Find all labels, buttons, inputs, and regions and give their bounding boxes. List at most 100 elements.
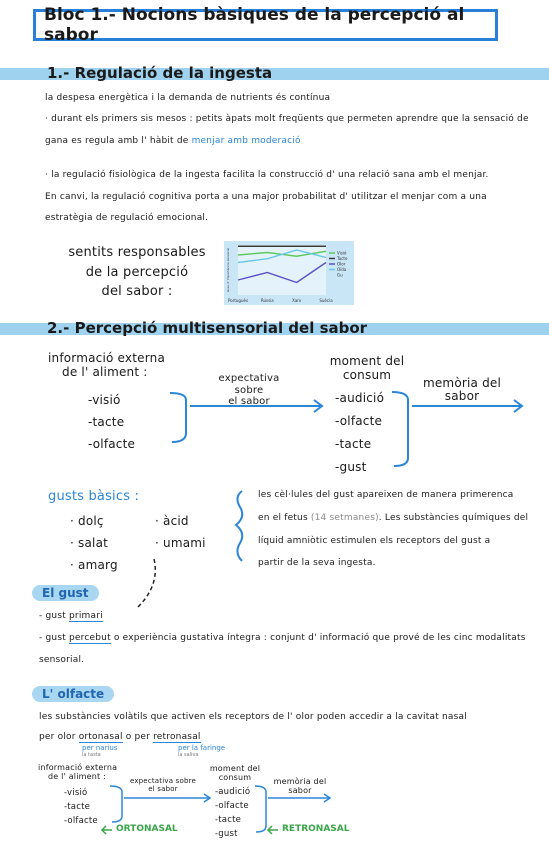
- section1-band: [0, 68, 549, 80]
- mini-external: informació externa de l' aliment :: [38, 763, 117, 782]
- mini-external-2: de l' aliment :: [48, 771, 107, 781]
- mini-external-item-2: -tacte: [64, 802, 91, 812]
- s1-line5: En canvi, la regulació cognitiva porta a…: [45, 192, 487, 202]
- mini-consumption-item-2: -olfacte: [215, 801, 249, 811]
- ortho-note-text: per narius: [82, 744, 118, 752]
- olfacte-pill: L' olfacte: [32, 686, 115, 702]
- gust-line2-prefix: - gust: [39, 633, 66, 643]
- olfacte-line2-mid: o per: [125, 732, 151, 742]
- tastes-decor: [137, 490, 244, 608]
- mini-external-item-3: -olfacte: [64, 816, 98, 826]
- tastes-para2: en el fetus (14 setmanes). Les substànci…: [258, 512, 528, 524]
- s1-line3-highlight: menjar amb moderació: [191, 136, 301, 146]
- external-info: informació externa de l' aliment :: [48, 351, 166, 380]
- section2-band: [0, 323, 549, 335]
- senses-label: sentits responsables de la percepció del…: [62, 243, 212, 302]
- memory-2: sabor: [444, 389, 480, 404]
- ortonasal-arrow-head: [100, 825, 107, 835]
- mini-consumption-item-4: -gust: [215, 829, 238, 839]
- mini-diagram-arrows: [100, 785, 332, 835]
- tastes-para1: les cèl·lules del gust apareixen de mane…: [258, 490, 514, 500]
- retro-note-text: per la faringe: [178, 744, 226, 752]
- s1-line4: · la regulació fisiològica de la ingesta…: [45, 170, 489, 180]
- tastes-para2-prefix: en el fetus: [258, 513, 308, 523]
- taste-2: · salat: [70, 536, 109, 550]
- consumption-item-1: -audició: [335, 391, 385, 405]
- chart-ylabel: Grau d' importància sensorial: [226, 248, 230, 292]
- expectation-label: expectativa sobre el sabor: [204, 373, 294, 408]
- taste-1: · dolç: [70, 514, 104, 528]
- tastes-col1: · dolç · salat · amarg: [70, 510, 118, 576]
- tastes-para3: líquid amniòtic estimulen els receptors …: [258, 536, 491, 546]
- gust-pill: El gust: [32, 585, 99, 601]
- tastes-para2-suffix: . Les substàncies químiques del: [378, 513, 529, 523]
- mini-arrow-memory-head: [323, 793, 332, 803]
- chart-legend-label: Olor: [337, 262, 346, 267]
- gust-line1-prefix: - gust: [39, 611, 66, 621]
- mini-brace-consumption: [254, 785, 267, 833]
- chart-xtick: Rússia: [261, 298, 274, 303]
- s1-line3: gana es regula amb l' hàbit de menjar am…: [45, 135, 301, 147]
- retro-note: per la faringe la saliva: [178, 744, 225, 758]
- mini-consumption-item-1: -audició: [215, 787, 251, 797]
- gust-line3: sensorial.: [39, 655, 85, 665]
- memory-label: memòria del sabor: [417, 376, 507, 404]
- mini-memory-2: sabor: [288, 785, 312, 795]
- mini-expectation-2: el sabor: [148, 784, 178, 793]
- mini-memory-1: memòria del: [273, 777, 327, 786]
- gust-line2-suffix: o experiència gustativa íntegra : conjun…: [113, 633, 526, 643]
- olfacte-retro: retronasal: [153, 732, 201, 743]
- retronasal-label: RETRONASAL: [282, 824, 350, 834]
- brace-consumption: [391, 391, 409, 467]
- tastes-heading: gusts bàsics :: [48, 489, 140, 504]
- mini-memory: memòria del sabor: [265, 777, 335, 796]
- consumption-1: moment del: [329, 354, 405, 368]
- senses-label-1: sentits responsables: [68, 245, 206, 260]
- retro-sub: la saliva: [178, 752, 199, 759]
- external-items: -visió -tacte -olfacte: [88, 389, 135, 455]
- tastes-para2-highlight: (14 setmanes): [310, 513, 379, 523]
- page-title-text: Bloc 1.- Nocions bàsiques de la percepci…: [44, 5, 465, 45]
- gust-line2-underline: percebut: [69, 633, 111, 644]
- consumption-items: -audició -olfacte -tacte -gust: [335, 387, 384, 479]
- tastes-para4: partir de la seva ingesta.: [258, 558, 376, 568]
- external-item-1: -visió: [88, 393, 121, 407]
- consumption-label: moment del consum: [322, 354, 412, 383]
- ortho-sub: la tasta: [82, 752, 101, 759]
- olfacte-line2-prefix: per olor: [39, 732, 76, 742]
- arrow-expectation-head: [313, 399, 324, 413]
- chart-legend-label: Gu: [337, 273, 343, 278]
- section2-diagram-arrows: [169, 391, 524, 467]
- external-item-3: -olfacte: [88, 437, 136, 451]
- taste-3: · amarg: [70, 558, 118, 572]
- chart-series-line: [237, 249, 327, 264]
- external-info-1: informació externa: [48, 351, 166, 365]
- olfacte-line1: les substàncies volàtils que activen els…: [39, 712, 467, 722]
- senses-label-3: del sabor :: [101, 284, 173, 299]
- expectation-1: expectativa sobre: [218, 373, 280, 396]
- taste-5: · umami: [155, 536, 206, 550]
- external-info-2: de l' aliment :: [62, 364, 148, 379]
- consumption-item-2: -olfacte: [335, 414, 383, 428]
- mini-expectation-1: expectativa sobre: [129, 777, 197, 785]
- mini-consumption-1: moment del: [209, 764, 261, 773]
- olfacte-line2: per olor ortonasal o per retronasal: [39, 731, 201, 743]
- senses-label-2: de la percepció: [85, 264, 189, 280]
- consumption-2: consum: [342, 367, 392, 382]
- taste-4: · àcid: [155, 514, 189, 528]
- s1-line2: · durant els primers sis mesos : petits …: [45, 114, 529, 124]
- ortho-note: per narius la tasta: [82, 744, 118, 758]
- dashed-arrow: [137, 558, 156, 608]
- tastes-col2: · àcid · umami: [155, 510, 206, 554]
- chart-legend-label: Oïda: [337, 267, 347, 272]
- expectation-2: el sabor: [228, 396, 270, 407]
- page-title: Bloc 1.- Nocions bàsiques de la percepci…: [33, 5, 498, 45]
- mini-external-items: -visió -tacte -olfacte: [64, 786, 98, 828]
- mini-consumption-items: -audició -olfacte -tacte -gust: [215, 785, 250, 841]
- s1-line6: estratègia de regulació emocional.: [45, 213, 209, 223]
- ortonasal-label: ORTONASAL: [116, 824, 178, 834]
- consumption-item-3: -tacte: [335, 437, 372, 451]
- gust-line2: - gust percebut o experiència gustativa …: [39, 632, 526, 644]
- external-item-2: -tacte: [88, 415, 125, 429]
